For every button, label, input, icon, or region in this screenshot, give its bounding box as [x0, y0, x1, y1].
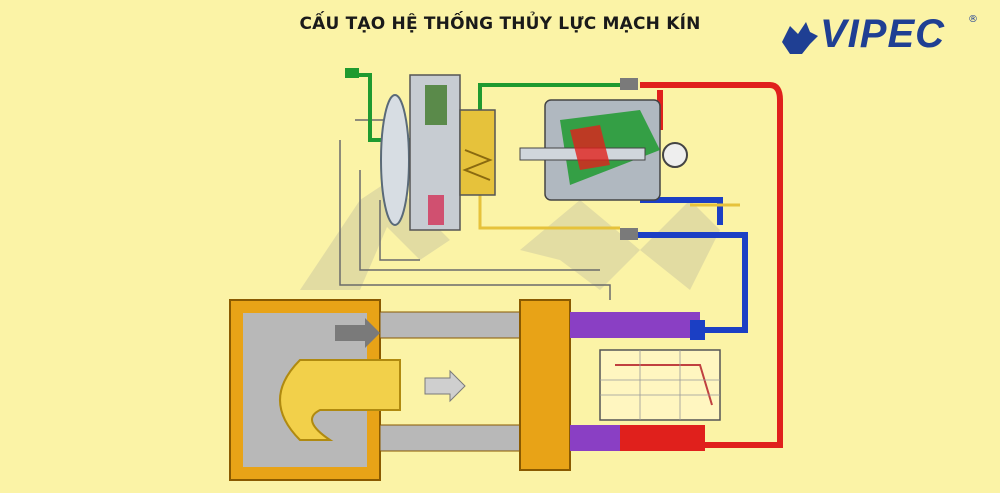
push-arrow-icon [335, 318, 380, 348]
pressure-connector [620, 78, 638, 90]
control-valve [409, 74, 496, 231]
charge-port [345, 68, 359, 78]
pressure-graph [599, 349, 721, 421]
signal-lines [339, 119, 611, 300]
rhino-logo-icon [782, 22, 818, 54]
registered-mark: ® [968, 14, 978, 25]
accumulator [380, 94, 410, 226]
vipec-logo [780, 14, 985, 62]
logo-text: VIPEC [820, 12, 946, 56]
page-title: CẤU TẠO HỆ THỐNG THỦY LỰC MẠCH KÍN [299, 14, 701, 34]
drain-line [478, 195, 740, 230]
return-connector [620, 228, 638, 240]
extruded-product [279, 359, 401, 441]
flow-arrow-icon [424, 369, 466, 403]
watermark-shape [300, 180, 720, 290]
variable-pump [519, 99, 688, 201]
